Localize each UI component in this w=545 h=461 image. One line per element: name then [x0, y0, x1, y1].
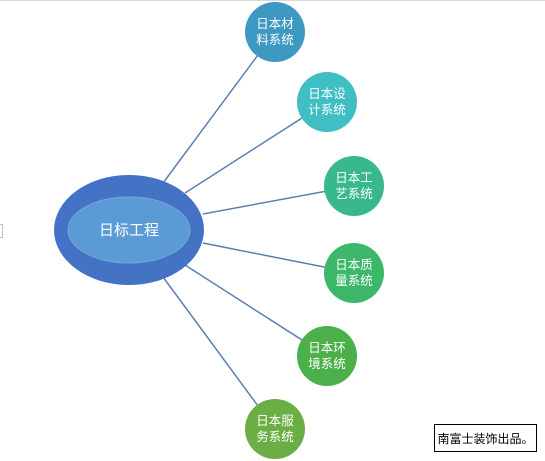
credit-box: 南富士装饰出品。 — [434, 424, 537, 452]
connector-line — [202, 242, 325, 268]
branch-nodes — [245, 2, 384, 459]
branch-node-1[interactable] — [245, 2, 305, 62]
connector-line — [184, 264, 303, 341]
center-node[interactable] — [54, 175, 204, 285]
top-border-line — [0, 0, 545, 1]
connector-lines — [162, 55, 325, 406]
branch-node-5[interactable] — [297, 326, 357, 386]
branch-node-6[interactable] — [245, 399, 305, 459]
branch-node-3[interactable] — [324, 156, 384, 216]
connector-line — [202, 190, 325, 215]
connector-line — [162, 276, 258, 406]
branch-node-2[interactable] — [297, 72, 357, 132]
branch-node-4[interactable] — [324, 243, 384, 303]
connector-line — [162, 55, 258, 184]
credit-text: 南富士装饰出品。 — [437, 431, 534, 446]
left-edge-marker — [0, 224, 3, 238]
connector-line — [184, 117, 303, 194]
